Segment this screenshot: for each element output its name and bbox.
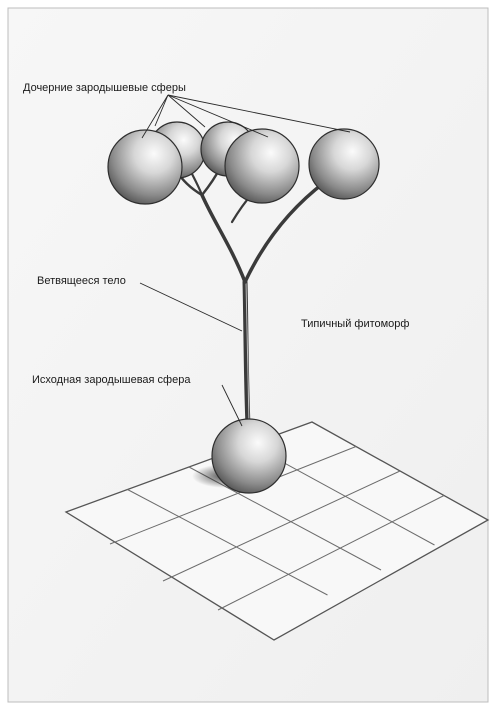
label-initial-sphere: Исходная зародышевая сфера	[32, 374, 191, 386]
label-typical-phytomorph: Типичный фитоморф	[301, 318, 409, 330]
label-branching-body: Ветвящееся тело	[37, 275, 126, 287]
daughter-sphere	[225, 129, 299, 203]
initial-sphere	[212, 419, 286, 493]
daughter-spheres	[108, 122, 379, 204]
daughter-sphere	[309, 129, 379, 199]
label-daughter-spheres: Дочерние зародышевые сферы	[23, 82, 186, 94]
daughter-sphere	[108, 130, 182, 204]
